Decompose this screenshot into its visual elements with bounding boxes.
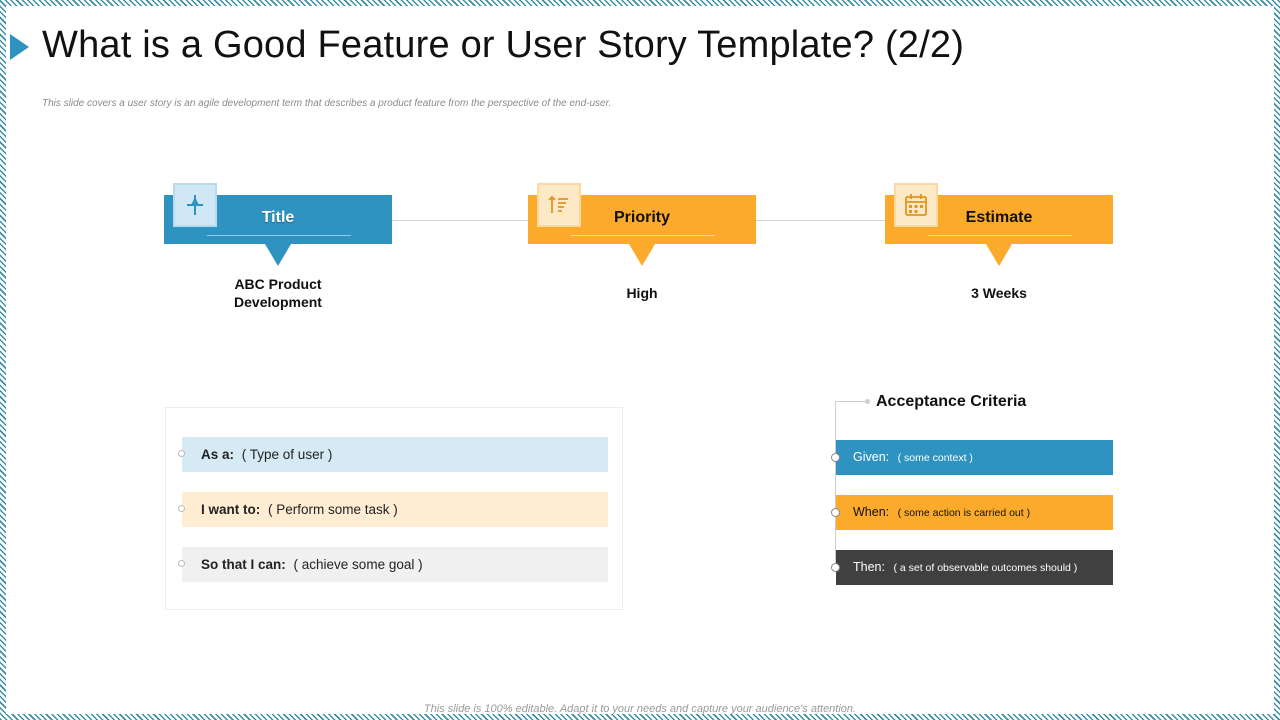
bullet-dot (178, 450, 185, 457)
acceptance-row-given: Given: ( some context ) (831, 440, 1113, 475)
acceptance-title: Acceptance Criteria (876, 393, 1027, 410)
ac-text: ( some context ) (897, 452, 973, 464)
card-value-priority: High (626, 285, 658, 301)
story-text: ( Type of user ) (241, 447, 333, 462)
page-title: What is a Good Feature or User Story Tem… (42, 24, 965, 66)
card-value-title: ABC Product Development (164, 275, 392, 311)
acceptance-row-when: When: ( some action is carried out ) (831, 495, 1113, 530)
card-icon-box (537, 183, 581, 227)
card-underline (571, 235, 715, 236)
card-pointer (986, 244, 1012, 266)
acceptance-connector (835, 401, 836, 568)
card-label: Title (261, 209, 295, 226)
connector-line-2 (756, 220, 885, 221)
value-line-1: ABC Product (234, 276, 322, 292)
sort-ascending-icon (548, 195, 568, 213)
story-text: ( achieve some goal ) (293, 557, 423, 572)
card-estimate: Estimate (885, 183, 1113, 266)
story-row-so-that-i-can: So that I can: ( achieve some goal ) (178, 547, 608, 582)
connector-line-1 (392, 220, 528, 221)
story-key: I want to: (201, 502, 261, 517)
ac-key: Then: (853, 560, 885, 574)
bullet-dot (831, 563, 840, 572)
card-underline (207, 235, 351, 236)
card-priority: Priority (528, 183, 756, 266)
story-text: ( Perform some task ) (268, 502, 398, 517)
ac-text: ( a set of observable outcomes should ) (893, 562, 1078, 574)
story-row-i-want-to: I want to: ( Perform some task ) (178, 492, 608, 527)
story-key: So that I can: (201, 557, 286, 572)
card-title: Title (164, 183, 392, 266)
acceptance-connector-h (835, 401, 867, 402)
card-pointer (629, 244, 655, 266)
card-underline (928, 235, 1072, 236)
footer-note: This slide is 100% editable. Adapt it to… (423, 703, 857, 714)
card-label: Estimate (965, 209, 1033, 226)
card-icon-box (173, 183, 217, 227)
calendar-icon (905, 194, 927, 216)
ac-key: When: (853, 505, 890, 519)
connector-dot (865, 399, 870, 404)
bullet-dot (831, 508, 840, 517)
bullet-dot (178, 560, 185, 567)
bullet-dot (178, 505, 185, 512)
page-subtitle: This slide covers a user story is an agi… (42, 98, 612, 109)
acceptance-row-then: Then: ( a set of observable outcomes sho… (831, 550, 1113, 585)
card-pointer (265, 244, 291, 266)
card-icon-box (894, 183, 938, 227)
story-key: As a: (201, 447, 235, 462)
value-line-2: Development (234, 294, 322, 310)
ac-text: ( some action is carried out ) (897, 507, 1031, 519)
story-row-as-a: As a: ( Type of user ) (178, 437, 608, 472)
slide: What is a Good Feature or User Story Tem… (6, 6, 1274, 714)
pin-icon (187, 195, 203, 215)
title-arrow-icon (10, 34, 29, 60)
bullet-dot (831, 453, 840, 462)
card-label: Priority (613, 209, 670, 226)
card-value-estimate: 3 Weeks (971, 285, 1027, 301)
ac-key: Given: (853, 450, 890, 464)
user-story-box (165, 407, 623, 610)
